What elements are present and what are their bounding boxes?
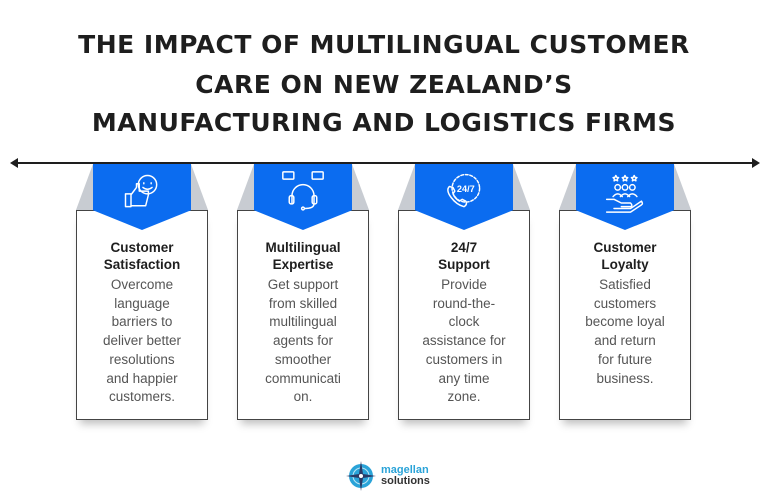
card-desc-line: for future [597,351,653,367]
card-desc-line: Overcome [110,277,174,292]
card-heading-line: Multilingual [265,240,341,255]
card-heading-line: Loyalty [601,257,649,272]
card-heading-line: 24/7 [450,240,478,255]
card-description: Provide round-the-clock assistance for cust… [398,276,530,407]
card-desc-line: multilingual [269,314,337,330]
card-tab-left [76,164,93,210]
card-desc-line: become loyal [585,314,665,330]
card-desc-line: zone. [447,389,481,405]
card-description: Overcome language barriers to deliver bette… [76,276,208,407]
card-heading-line: Expertise [272,257,334,272]
card-desc-line: from skilled [268,295,338,311]
card-box [237,210,369,420]
card-desc-line: Get support [267,277,339,292]
card-desc-line: customers in [425,351,503,367]
timeline-line [14,162,754,164]
card-tab-left [398,164,415,210]
card-desc-line: on. [293,389,313,405]
card-desc-line: barriers to [111,314,173,330]
timeline-arrow-right [752,158,760,168]
card-desc-line: language [114,295,170,311]
card-desc-line: any time [438,370,490,386]
card-heading-line: Customer [593,240,657,255]
logo-text-1: magellan [381,464,429,476]
card-desc-line: and happier [106,370,178,386]
card-heading-line: Support [438,257,490,272]
card-tab-left [237,164,254,210]
card-heading-line: Customer [110,240,174,255]
card-desc-line: customers. [108,389,176,405]
card-box [76,210,208,420]
card-tab-right [674,164,691,210]
card-desc-line: Satisfied [599,277,651,292]
card-desc-line: smoother [274,351,332,367]
timeline-arrow-left [10,158,18,168]
title-line-3: MANUFACTURING AND LOGISTICS FIRMS [91,108,677,137]
card-tab-left [559,164,576,210]
card-desc-line: clock [448,314,480,330]
card-box [398,210,530,420]
hand-people-stars-icon [605,174,644,213]
card-desc-line: Provide [441,277,487,292]
thumbs-up-smiley-icon [124,174,158,208]
phone-24-7-icon: 24/7 [447,173,481,208]
card-desc-line: communicati [265,370,341,386]
title-line-2: CARE ON NEW ZEALAND’S [195,70,573,99]
card-desc-line: resolutions [109,351,175,367]
card-desc-line: and return [594,333,656,349]
card-desc-line: deliver better [102,333,182,349]
card-desc-line: assistance for [422,333,506,349]
card-desc-line: customers [593,295,657,311]
card-description: Satisfied customers become loyal and return… [559,276,691,388]
card-tab-right [513,164,530,210]
title-line-1: THE IMPACT OF MULTILINGUAL CUSTOMER [78,30,690,59]
card-description: Get support from skilled multilingual agent… [237,276,369,407]
card-desc-line: round-the- [432,295,496,311]
svg-text:24/7: 24/7 [457,184,475,194]
compass-icon [346,461,376,491]
card-tab-right [191,164,208,210]
logo-text-2: solutions [381,475,430,487]
card-heading-line: Satisfaction [103,257,181,272]
card-desc-line: agents for [272,333,334,349]
card-box [559,210,691,420]
headset-chat-icon [282,171,324,211]
card-desc-line: business. [596,370,654,386]
card-tab-right [352,164,369,210]
